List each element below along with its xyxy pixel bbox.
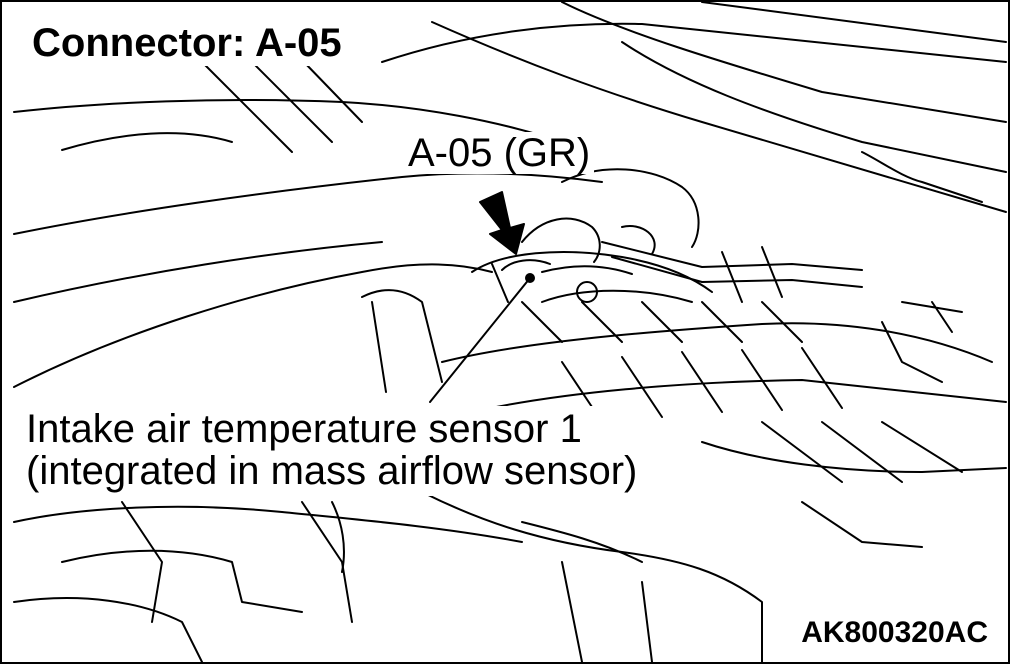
page-title: Connector: A-05	[30, 22, 350, 66]
figure-code: AK800320AC	[797, 614, 992, 650]
caption-leader-line	[429, 277, 531, 403]
connector-arrow	[479, 191, 525, 255]
sensor-caption-line1: Intake air temperature sensor 1	[26, 407, 582, 451]
connector-label: A-05 (GR)	[404, 132, 595, 174]
sensor-caption-line2: (integrated in mass airflow sensor)	[26, 449, 638, 493]
sensor-caption: Intake air temperature sensor 1 (integra…	[22, 406, 648, 496]
